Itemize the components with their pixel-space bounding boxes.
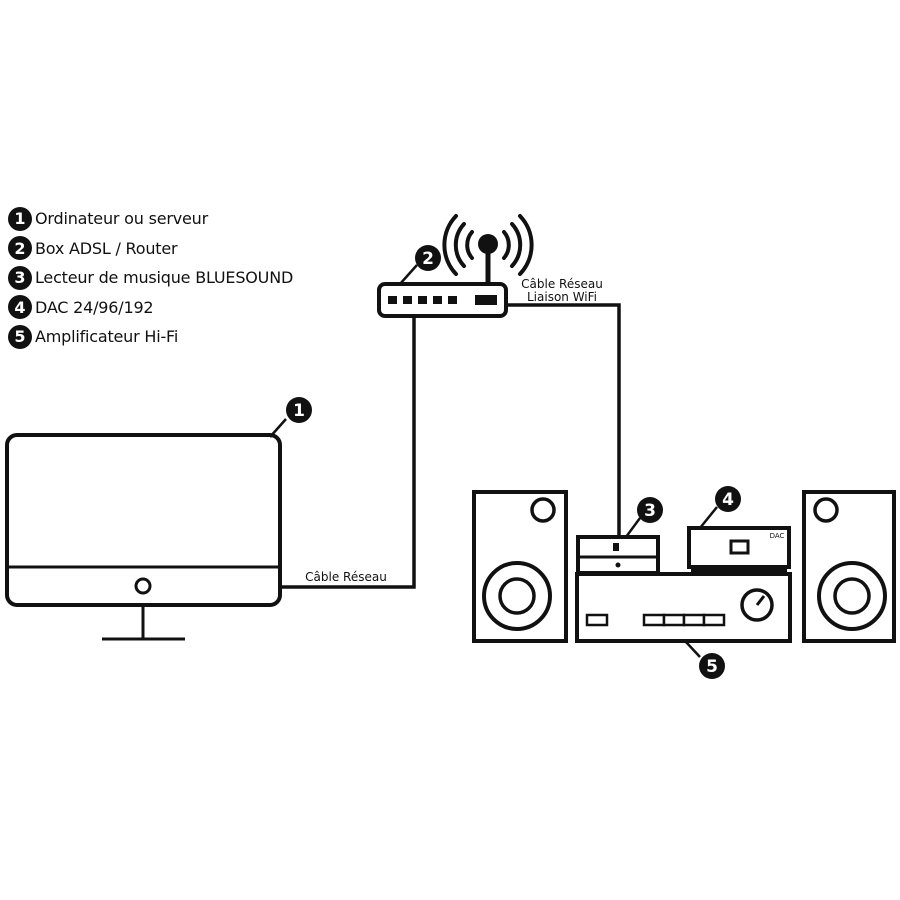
callout-dac: 4: [715, 486, 741, 512]
callout-computer: 1: [286, 397, 312, 423]
badge-number: 3: [644, 501, 656, 521]
badge-number: 5: [706, 657, 718, 677]
badge-number: 4: [722, 490, 734, 510]
callout-router: 2: [415, 245, 441, 271]
legend-item-dac: 4 DAC 24/96/192: [8, 293, 293, 323]
number-badge: 1: [8, 206, 32, 231]
wifi-signal-icon: [442, 214, 534, 276]
number-badge: 4: [8, 295, 32, 320]
router-icon: [377, 234, 508, 318]
number-badge: [699, 653, 725, 679]
cables: [280, 303, 621, 589]
wifi-label: Liaison WiFi: [527, 290, 597, 304]
legend-label: DAC 24/96/192: [35, 297, 154, 317]
number-badge: [286, 397, 312, 423]
cable-label-router-player: Câble Réseau: [521, 277, 603, 291]
callout-amplifier: 5: [699, 653, 725, 679]
number-badge: 3: [8, 265, 32, 290]
cable-label-computer-router: Câble Réseau: [305, 570, 387, 584]
number-badge: [415, 245, 441, 271]
legend-label: Lecteur de musique BLUESOUND: [35, 268, 294, 288]
badge-number: 2: [422, 249, 434, 269]
cable-router-player: [506, 303, 621, 537]
number-badge: [637, 497, 663, 523]
dac-icon: [687, 526, 791, 573]
callout-player: 3: [637, 497, 663, 523]
number-badge: 5: [8, 324, 32, 349]
legend-item-computer: 1 Ordinateur ou serveur: [8, 204, 293, 234]
callout-lines: [269, 264, 718, 658]
badge-number: 1: [293, 401, 305, 421]
cable-computer-router: [280, 316, 416, 589]
amplifier-icon: [575, 572, 792, 643]
music-player-icon: [576, 535, 660, 575]
legend-label: Box ADSL / Router: [35, 238, 178, 258]
legend-label: Ordinateur ou serveur: [35, 209, 208, 229]
number-badge: [715, 486, 741, 512]
dac-label: DAC: [770, 532, 785, 540]
legend-item-router: 2 Box ADSL / Router: [8, 234, 293, 264]
computer-monitor-icon: [5, 433, 282, 641]
legend-item-player: 3 Lecteur de musique BLUESOUND: [8, 263, 293, 293]
legend-label: Amplificateur Hi-Fi: [35, 327, 179, 347]
number-badge: 2: [8, 236, 32, 261]
legend: 1 Ordinateur ou serveur 2 Box ADSL / Rou…: [8, 204, 293, 352]
power-button-icon: [134, 577, 152, 595]
legend-item-amplifier: 5 Amplificateur Hi-Fi: [8, 322, 293, 352]
left-speaker-icon: [472, 490, 568, 643]
right-speaker-icon: [802, 490, 896, 643]
